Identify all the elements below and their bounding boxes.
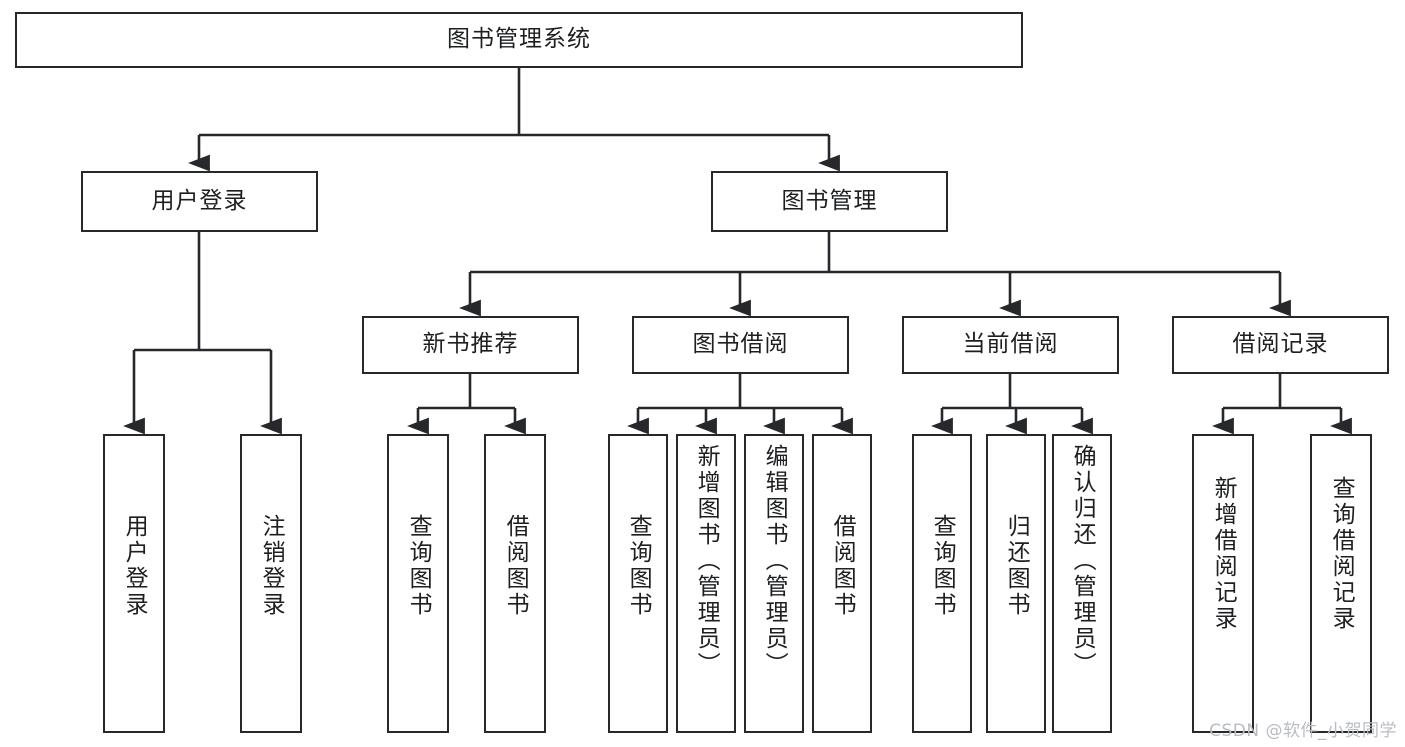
node-label: 用户登录	[151, 187, 248, 214]
leaf-logout[interactable]: 注销登录	[240, 434, 302, 733]
leaf-add-borrow-record[interactable]: 新增借阅记录	[1192, 434, 1254, 733]
leaf-query-book-recommend[interactable]: 查询图书	[387, 434, 449, 733]
node-label: 查询图书	[405, 514, 432, 618]
leaf-query-book-current[interactable]: 查询图书	[912, 434, 972, 733]
node-label: 借阅图书	[829, 514, 856, 618]
node-label: 查询借阅记录	[1328, 476, 1355, 632]
node-label: 归还图书	[1003, 514, 1030, 618]
node-current-borrow[interactable]: 当前借阅	[902, 316, 1119, 374]
leaf-add-book-admin[interactable]: 新增图书（管理员）	[676, 434, 736, 733]
node-label: 注销登录	[258, 514, 285, 618]
leaf-lend-book[interactable]: 借阅图书	[812, 434, 872, 733]
node-book-borrow[interactable]: 图书借阅	[632, 316, 849, 374]
node-user-login[interactable]: 用户登录	[81, 171, 318, 232]
leaf-user-login[interactable]: 用户登录	[103, 434, 165, 733]
node-label: 借阅记录	[1232, 331, 1329, 358]
node-label: 查询图书	[929, 514, 956, 618]
node-label: 图书管理	[781, 187, 878, 214]
leaf-query-borrow-record[interactable]: 查询借阅记录	[1310, 434, 1372, 733]
csdn-watermark: CSDN @软件_小贺同学	[1209, 721, 1397, 741]
leaf-return-book[interactable]: 归还图书	[986, 434, 1046, 733]
node-label: 图书管理系统	[447, 26, 591, 53]
leaf-query-book-borrow[interactable]: 查询图书	[608, 434, 668, 733]
node-label: 借阅图书	[502, 514, 529, 618]
node-borrow-record[interactable]: 借阅记录	[1172, 316, 1389, 374]
leaf-confirm-return-admin[interactable]: 确认归还（管理员）	[1052, 434, 1112, 733]
node-label: 新增借阅记录	[1210, 476, 1237, 632]
node-book-management[interactable]: 图书管理	[711, 171, 948, 232]
node-label: 新增图书（管理员）	[693, 444, 720, 678]
node-label: 编辑图书（管理员）	[761, 444, 788, 678]
node-label: 新书推荐	[422, 331, 519, 358]
node-label: 确认归还（管理员）	[1069, 444, 1096, 678]
leaf-edit-book-admin[interactable]: 编辑图书（管理员）	[744, 434, 804, 733]
node-label: 用户登录	[121, 514, 148, 618]
node-label: 当前借阅	[962, 331, 1059, 358]
node-label: 查询图书	[625, 514, 652, 618]
node-label: 图书借阅	[692, 331, 789, 358]
leaf-borrow-book-recommend[interactable]: 借阅图书	[484, 434, 546, 733]
node-root-system[interactable]: 图书管理系统	[15, 12, 1023, 68]
node-new-book-recommend[interactable]: 新书推荐	[362, 316, 579, 374]
